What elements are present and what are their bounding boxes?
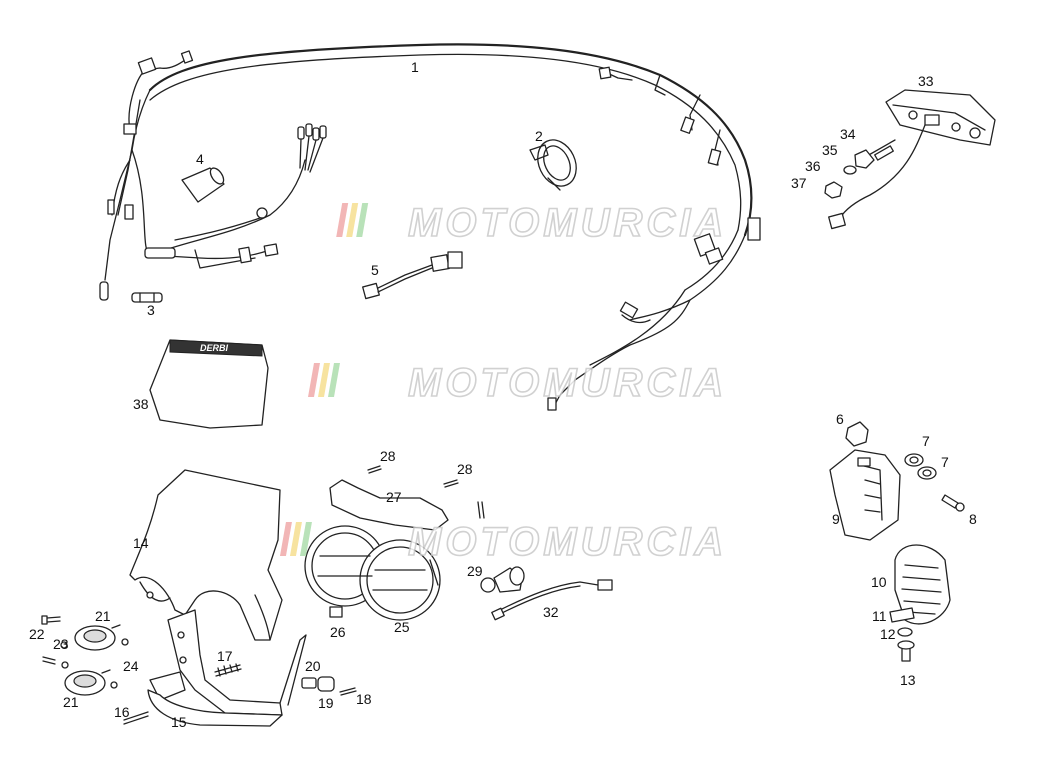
watermark-stripe-green — [299, 522, 312, 556]
watermark-text: MOTOMURCIA — [408, 201, 727, 245]
watermark-stripe-yellow — [289, 522, 302, 556]
cable-clamp — [529, 139, 577, 191]
callout-2: 2 — [535, 128, 543, 144]
callout-3: 3 — [147, 302, 155, 318]
callout-7a: 7 — [922, 433, 930, 449]
callout-8: 8 — [969, 511, 977, 527]
callout-5: 5 — [371, 262, 379, 278]
headlight-bracket — [123, 609, 357, 727]
callout-16: 16 — [114, 704, 130, 720]
callout-12: 12 — [880, 626, 896, 642]
callout-1: 1 — [411, 59, 419, 75]
callout-18: 18 — [356, 691, 372, 707]
callout-15: 15 — [171, 714, 187, 730]
relay-cable — [362, 251, 463, 300]
dual-headlight — [304, 465, 525, 621]
watermark-text: MOTOMURCIA — [408, 520, 727, 564]
callout-24: 24 — [123, 658, 139, 674]
callout-17: 17 — [217, 648, 233, 664]
callout-9: 9 — [832, 511, 840, 527]
callout-28a: 28 — [380, 448, 396, 464]
number-plate: DERBI — [149, 339, 269, 429]
grille-cover — [889, 544, 951, 662]
callout-29: 29 — [467, 563, 483, 579]
callout-13: 13 — [900, 672, 916, 688]
watermark-top: MOTOMURCIA — [336, 200, 727, 246]
callout-4: 4 — [196, 151, 204, 167]
callout-38: 38 — [133, 396, 149, 412]
callout-23: 23 — [53, 636, 69, 652]
fuse — [131, 292, 163, 303]
callout-27: 27 — [386, 489, 402, 505]
callout-7b: 7 — [941, 454, 949, 470]
callout-20: 20 — [305, 658, 321, 674]
callout-34: 34 — [840, 126, 856, 142]
callout-19: 19 — [318, 695, 334, 711]
watermark-stripe-yellow — [317, 363, 330, 397]
callout-37: 37 — [791, 175, 807, 191]
watermark-stripe-red — [336, 203, 349, 237]
watermark-bottom: MOTOMURCIA — [279, 519, 727, 565]
callout-10: 10 — [871, 574, 887, 590]
rubber-cap — [181, 167, 225, 203]
decal-brand-text: DERBI — [200, 343, 229, 353]
callout-26: 26 — [330, 624, 346, 640]
sensor-cable — [491, 579, 613, 621]
voltage-regulator — [829, 421, 965, 541]
callout-labels: 1 2 3 4 5 6 7 7 8 9 10 11 12 13 14 15 16… — [29, 59, 977, 730]
callout-33: 33 — [918, 73, 934, 89]
main-wiring-harness — [99, 43, 761, 411]
watermark-stripe-green — [327, 363, 340, 397]
callout-21a: 21 — [95, 608, 111, 624]
watermark-stripe-yellow — [346, 203, 359, 237]
callout-36: 36 — [805, 158, 821, 174]
callout-32: 32 — [543, 604, 559, 620]
callout-22: 22 — [29, 626, 45, 642]
callout-6: 6 — [836, 411, 844, 427]
callout-11: 11 — [872, 608, 887, 624]
callout-14: 14 — [133, 535, 149, 551]
callout-25: 25 — [394, 619, 410, 635]
watermark-text: MOTOMURCIA — [408, 361, 727, 405]
watermark-stripe-green — [356, 203, 369, 237]
callout-28b: 28 — [457, 461, 473, 477]
tail-light — [824, 89, 996, 230]
callout-35: 35 — [822, 142, 838, 158]
watermark-middle: MOTOMURCIA — [307, 360, 727, 406]
callout-21b: 21 — [63, 694, 79, 710]
horns — [41, 615, 129, 696]
headlight-fairing — [129, 469, 283, 641]
watermark-stripe-red — [279, 522, 292, 556]
watermark-stripe-red — [307, 363, 320, 397]
